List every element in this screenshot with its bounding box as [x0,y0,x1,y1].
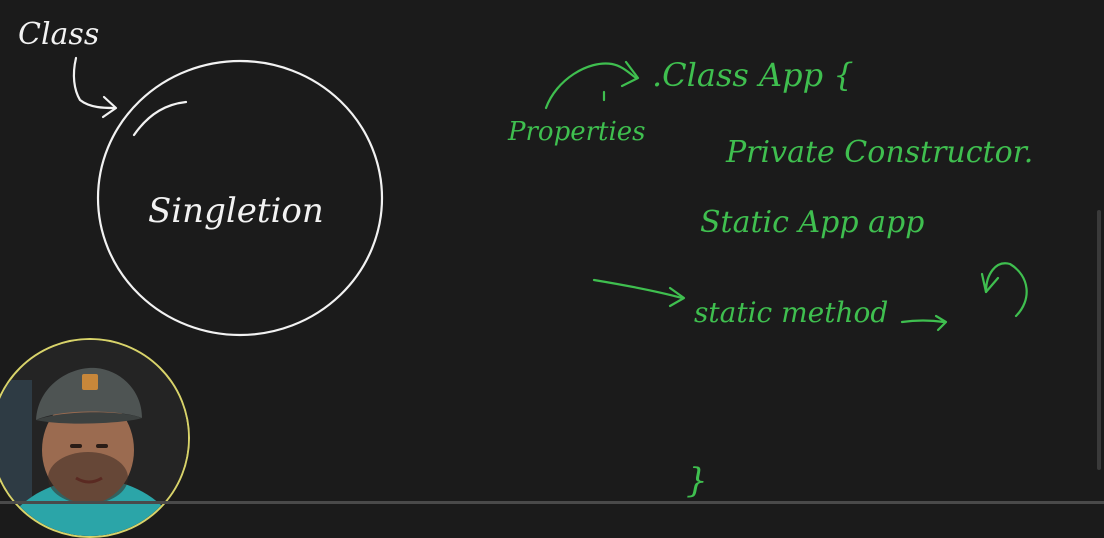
method-arrow-head [934,314,948,332]
private-constructor-label: Private Constructor. [725,135,1033,170]
properties-arrow-line [544,62,638,110]
whiteboard-canvas: Class Singletion Properties .Class App {… [18,17,1033,501]
method-pointer-line [592,278,684,300]
class-label: Class [18,17,99,52]
static-app-label: Static App app [700,205,924,240]
method-pointer-head [668,286,686,308]
video-progress-bar[interactable] [0,501,1104,504]
circle-stroke-start [132,100,188,137]
static-method-label: static method [694,296,888,329]
whiteboard-stage: Class Singletion Properties .Class App {… [0,17,1104,538]
properties-label: Properties [507,117,646,147]
vertical-scrollbar[interactable] [1097,210,1101,470]
avatar [0,340,188,536]
properties-arrow-head [620,60,640,88]
curved-arrow-head [980,272,1000,294]
class-app-label: .Class App { [652,56,854,94]
singleton-circle [96,59,384,337]
singleton-label: Singletion [148,191,324,231]
curved-arrow-line [984,262,1028,318]
class-arrow-head [101,95,118,119]
closing-brace: } [686,461,708,501]
class-arrow-line [72,56,116,110]
method-arrow-line [900,319,946,324]
